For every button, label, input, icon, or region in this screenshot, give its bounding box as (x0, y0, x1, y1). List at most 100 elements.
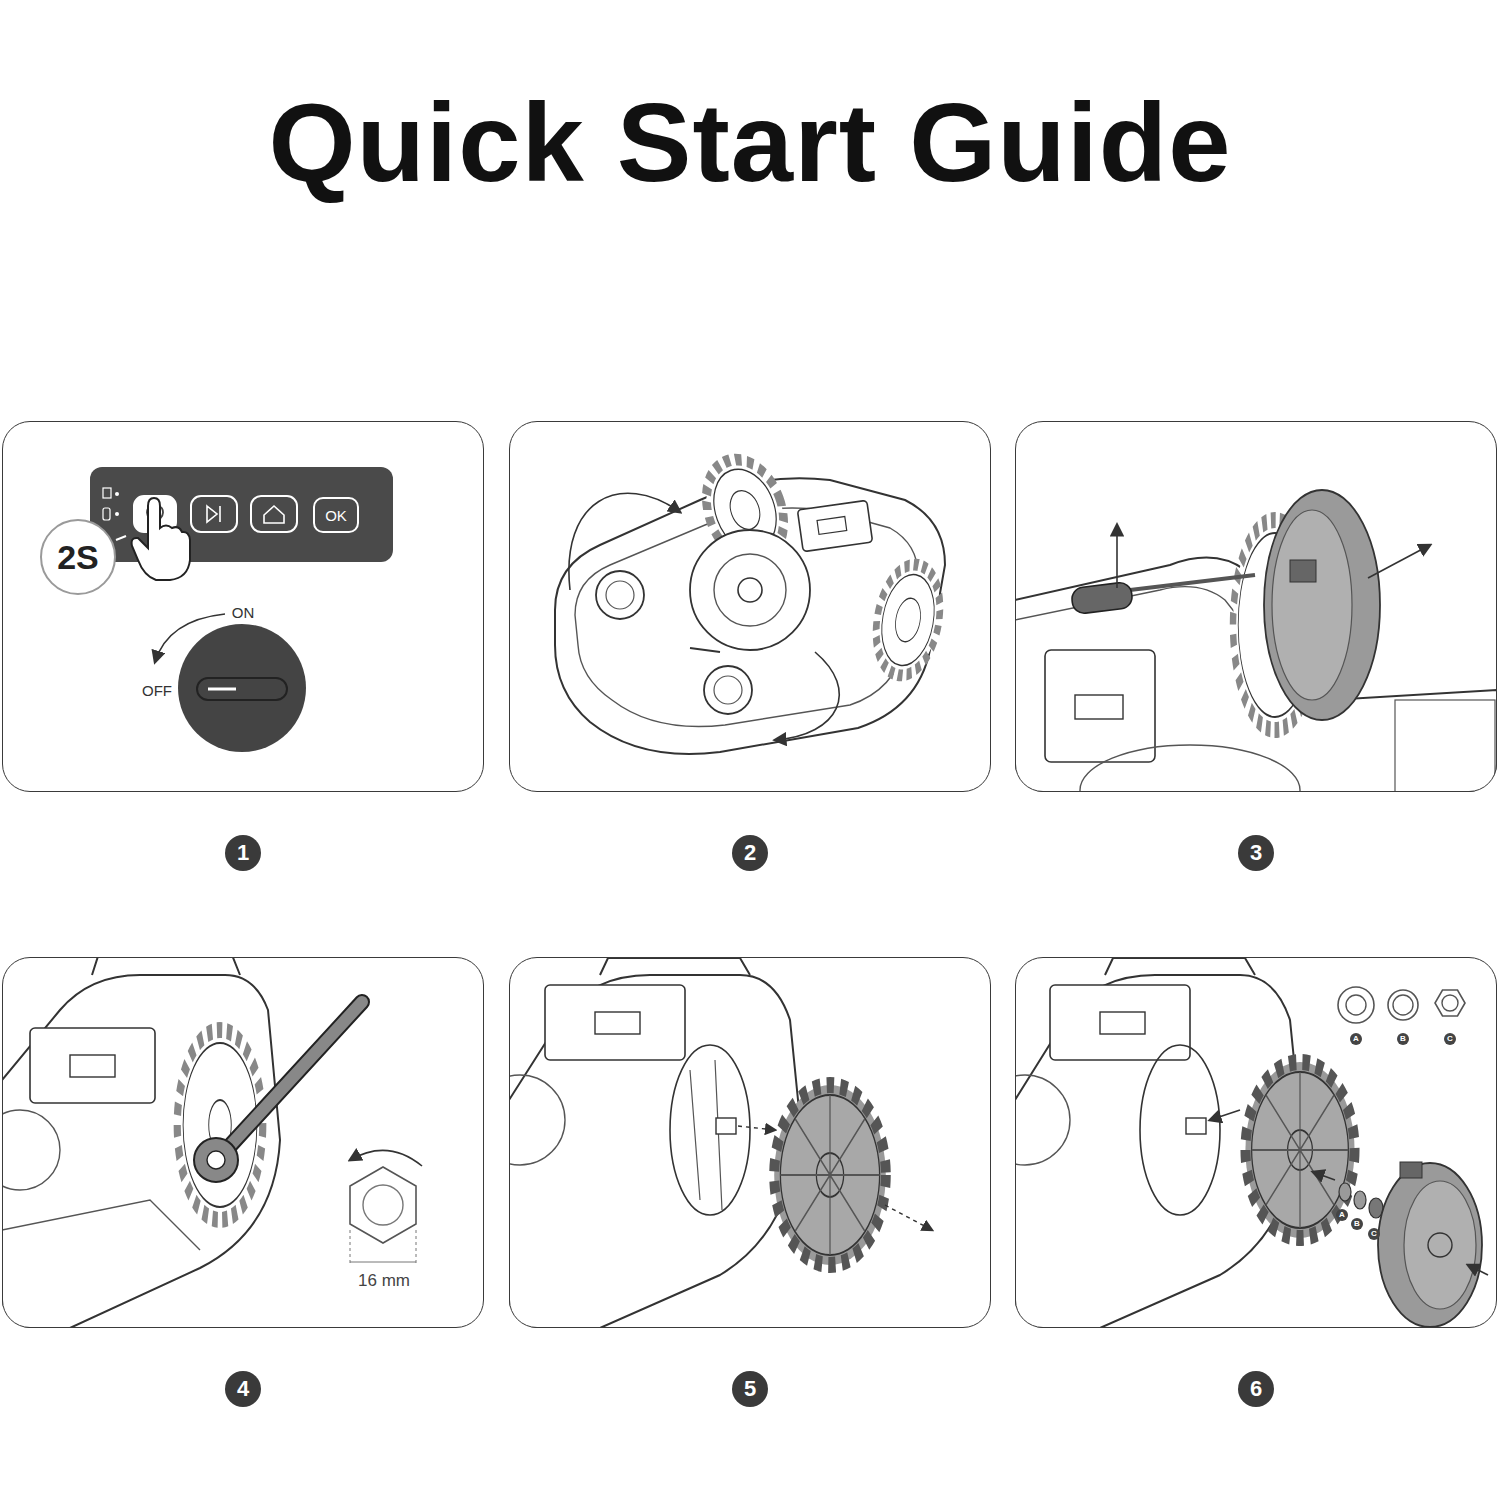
illustration-part (264, 506, 284, 523)
fit-wheel-figure (1015, 958, 1488, 1328)
illustration-part (1313, 1172, 1335, 1180)
illustration-part (1388, 990, 1418, 1020)
illustration-part (194, 1138, 238, 1182)
illustration-part (2, 975, 280, 1328)
illustration-part (103, 508, 110, 520)
illustration-part (1245, 1062, 1354, 1238)
switch-position: OFF (140, 682, 174, 699)
illustration-part (155, 614, 225, 662)
illustration-part (350, 1230, 351, 1266)
illustration-part (1400, 1162, 1422, 1178)
part-letter: C (1368, 1228, 1380, 1240)
illustration-part (738, 578, 762, 602)
illustration-part (350, 1150, 422, 1166)
illustration-part (416, 1230, 417, 1266)
illustration-part (103, 488, 111, 498)
power-off-figure (90, 467, 393, 752)
button-label: OK (325, 507, 347, 524)
illustration-part (1442, 995, 1458, 1011)
illustration-part (1210, 1110, 1240, 1120)
ok-button: OK (313, 497, 359, 533)
illustration-part (1338, 987, 1374, 1023)
step-number: 5 (732, 1371, 768, 1407)
illustration-part (595, 1012, 640, 1034)
illustration-part (197, 678, 287, 700)
illustration-part (1290, 560, 1316, 582)
illustration-part (115, 492, 119, 496)
step-panel: 2 (509, 421, 991, 792)
illustration-part (690, 530, 810, 650)
switch-position: ON (230, 604, 257, 621)
part-letter: C (1444, 1033, 1456, 1045)
illustration-part (606, 581, 634, 609)
illustration-part (1105, 958, 1255, 975)
illustration-part (885, 1205, 932, 1230)
illustration-part (797, 500, 872, 551)
illustration-part (1252, 1072, 1349, 1228)
illustration-part (738, 1126, 775, 1130)
flip-mower-figure (555, 449, 948, 754)
illustration-part (115, 512, 119, 516)
illustration-part (350, 1262, 416, 1263)
illustration-part (92, 957, 240, 975)
part-letter: A (1350, 1033, 1362, 1045)
illustration-part (228, 1002, 362, 1148)
illustration-part (775, 652, 839, 740)
illustration-part (2, 1200, 200, 1250)
illustration-part (1368, 545, 1430, 578)
illustration-part (1071, 581, 1134, 614)
illustration-part (207, 506, 217, 522)
illustration-part (1468, 1265, 1488, 1275)
illustration-part (1346, 995, 1366, 1015)
illustration-part (1404, 1181, 1476, 1309)
illustration-part (875, 570, 941, 669)
illustration-part (70, 1055, 115, 1077)
illustration-part (1245, 1062, 1354, 1238)
illustration-part (1252, 1072, 1349, 1228)
illustration-part (1015, 1075, 1070, 1165)
illustration-part (219, 506, 221, 522)
illustration-part (191, 496, 237, 532)
dimension: 16 mm (355, 1271, 413, 1291)
illustration-part (596, 571, 644, 619)
illustration-part (714, 554, 786, 626)
step-number: 4 (225, 1371, 261, 1407)
illustration-part (774, 1085, 886, 1265)
illustration-part (1428, 1233, 1452, 1257)
illustration-part (868, 560, 948, 681)
illustration-part (207, 1151, 225, 1169)
illustration-part (132, 498, 190, 580)
illustration-part (1378, 1163, 1482, 1327)
illustration-part (178, 624, 306, 752)
illustration-part (1116, 525, 1118, 588)
illustration-part (780, 1095, 879, 1255)
step-number: 6 (1238, 1371, 1274, 1407)
illustration-part (817, 517, 847, 535)
illustration-part (868, 560, 948, 681)
remove-wheel-figure (509, 958, 932, 1328)
hold-time-badge: 2S (40, 519, 116, 595)
illustration-part (2, 1110, 60, 1190)
illustration-part (1100, 1012, 1145, 1034)
illustration-part (509, 1075, 565, 1165)
illustration-part (1264, 490, 1380, 720)
hold-time: 2S (57, 538, 99, 577)
part-letter: B (1351, 1218, 1363, 1230)
step-number: 1 (225, 835, 261, 871)
illustration-part (1045, 650, 1155, 762)
illustration-part (1080, 745, 1300, 792)
step-number: 3 (1238, 835, 1274, 871)
illustration-part (350, 1167, 416, 1243)
illustration-part (545, 985, 685, 1060)
step-panel: 6 (1015, 957, 1497, 1328)
illustration-part (725, 486, 765, 533)
illustration-part (1272, 510, 1352, 700)
illustration-part (569, 493, 680, 590)
step-panel: 3 (1015, 421, 1497, 792)
illustration-part (251, 496, 297, 532)
illustration-part (1435, 990, 1465, 1016)
illustration-part (690, 1060, 722, 1210)
illustration-part (1393, 995, 1413, 1015)
